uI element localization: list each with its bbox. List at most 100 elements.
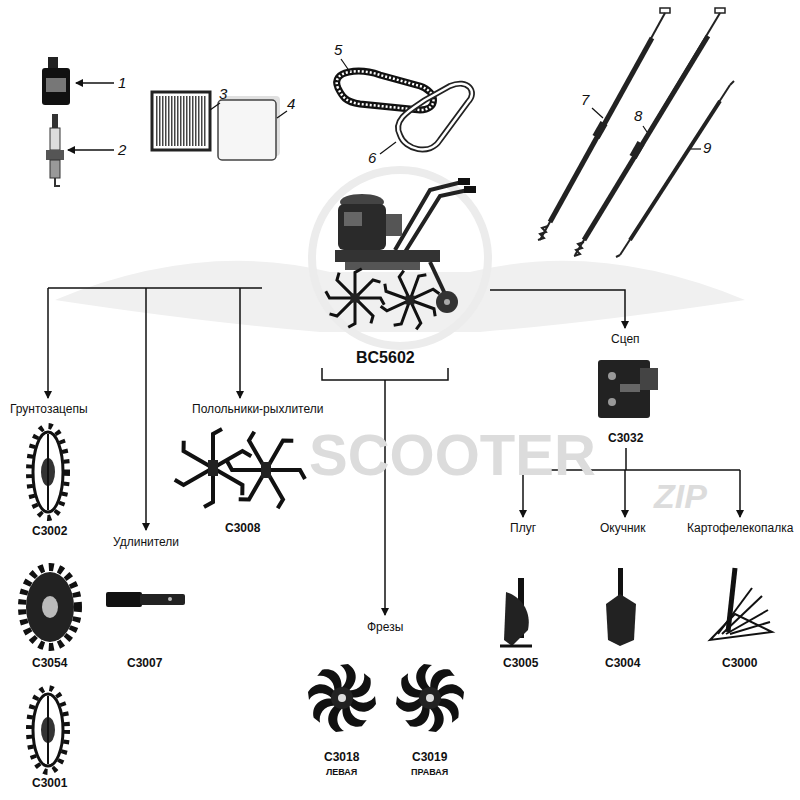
- category-label: Плуг: [510, 521, 536, 535]
- axle-extender: [168, 597, 172, 601]
- leader-line: [277, 111, 287, 118]
- callout-number: 3: [219, 86, 227, 102]
- cultivator: [458, 178, 470, 185]
- watermark: ZIP: [654, 478, 707, 514]
- foam-filter: [218, 100, 276, 160]
- cultivator: [405, 190, 468, 252]
- tree-connector: [384, 380, 386, 615]
- tree-connector: [322, 368, 448, 380]
- category-label: Окучник: [600, 521, 646, 535]
- plough: [500, 578, 532, 646]
- cultivator: [344, 212, 362, 226]
- tiller-cutter: [331, 687, 353, 709]
- leader-line: [210, 103, 220, 110]
- category-label: Картофелекопалка: [687, 521, 793, 535]
- tree-connector: [490, 290, 625, 328]
- lug-wheel: [29, 426, 67, 518]
- control-cable: [596, 123, 604, 137]
- tree-connector: [48, 288, 740, 615]
- callout-arrow: [68, 83, 114, 150]
- tiller-cutter: [396, 664, 464, 732]
- spark-plug: [55, 178, 60, 186]
- weeding-tine: [239, 469, 264, 504]
- category-label: Сцеп: [611, 332, 640, 346]
- lug-wheel: [42, 596, 58, 618]
- hiller: [606, 594, 636, 646]
- tree-connector: [47, 288, 49, 398]
- watermark: SCOOTER: [309, 425, 596, 485]
- control-cable: [550, 38, 652, 222]
- axle-extender: [106, 592, 185, 607]
- tiller-cutter: [426, 694, 434, 702]
- tiller-cutter: [419, 687, 441, 709]
- control-cable: [660, 8, 670, 13]
- leader-line: [341, 59, 350, 72]
- watermark-logo: [55, 261, 745, 332]
- weeding-tine: [208, 460, 218, 476]
- weeding-tine: [227, 432, 305, 509]
- spark-plug: [50, 160, 60, 178]
- leader-line: [691, 148, 701, 149]
- lug-wheel: [33, 694, 63, 766]
- oil-bottle: [46, 78, 66, 92]
- weeding-tine: [268, 436, 293, 471]
- leader-line: [380, 142, 396, 154]
- cultivator: [398, 271, 415, 298]
- lug-wheel: [47, 434, 49, 510]
- callout-number: 5: [334, 42, 342, 58]
- lug-wheel: [47, 696, 49, 764]
- side-label: ЛЕВАЯ: [326, 767, 357, 778]
- cultivator: [326, 269, 385, 328]
- watermark-logo: [312, 170, 488, 346]
- cultivator: [464, 186, 476, 193]
- part-code: C3008: [225, 521, 260, 535]
- oil-bottle: [42, 68, 70, 105]
- cultivator: [386, 214, 402, 236]
- control-cable: [575, 13, 720, 255]
- oil-bottle: [48, 57, 58, 69]
- plough: [504, 592, 529, 646]
- leader-line: [210, 59, 701, 154]
- cultivator: [334, 273, 357, 296]
- callout-number: 4: [287, 96, 295, 112]
- hitch: [608, 398, 616, 406]
- potato-digger: [710, 568, 772, 640]
- tree-connector: [239, 288, 241, 398]
- weeding-tine: [260, 473, 285, 508]
- hitch: [640, 368, 658, 390]
- tree-connector: [48, 287, 262, 289]
- tree-connector: [625, 448, 627, 470]
- weeding-tine: [175, 429, 305, 508]
- cultivator: [381, 271, 440, 330]
- cultivator: [345, 262, 420, 270]
- tree-connector: [624, 470, 626, 517]
- drive-belt: [398, 84, 472, 150]
- spark-plug: [52, 114, 58, 129]
- control-cable: [620, 85, 730, 255]
- lug-wheel: [33, 432, 63, 512]
- cultivator: [444, 299, 450, 305]
- control-cable: [730, 81, 734, 85]
- weeding-tine: [213, 429, 222, 464]
- air-filter: [156, 96, 206, 146]
- control-cable: [715, 8, 725, 13]
- potato-digger: [726, 610, 768, 634]
- control-cable: [616, 255, 620, 257]
- category-label: Удлинители: [113, 535, 179, 549]
- drive-belt: [398, 84, 472, 150]
- leader-line: [592, 108, 603, 118]
- model-label: BC5602: [356, 349, 415, 367]
- tiller-cutter: [308, 664, 376, 732]
- cultivator: [326, 178, 476, 329]
- callout-arrow: [76, 82, 114, 84]
- category-label: Полольники-рыхлители: [192, 402, 323, 416]
- potato-digger: [710, 614, 772, 640]
- spark-plug: [46, 114, 64, 186]
- control-cable: [574, 242, 584, 256]
- spark-plug: [46, 150, 64, 160]
- watermark-logo: [55, 170, 745, 346]
- weeding-tine: [247, 432, 272, 467]
- hiller: [606, 568, 636, 646]
- oil-bottle: [42, 57, 70, 105]
